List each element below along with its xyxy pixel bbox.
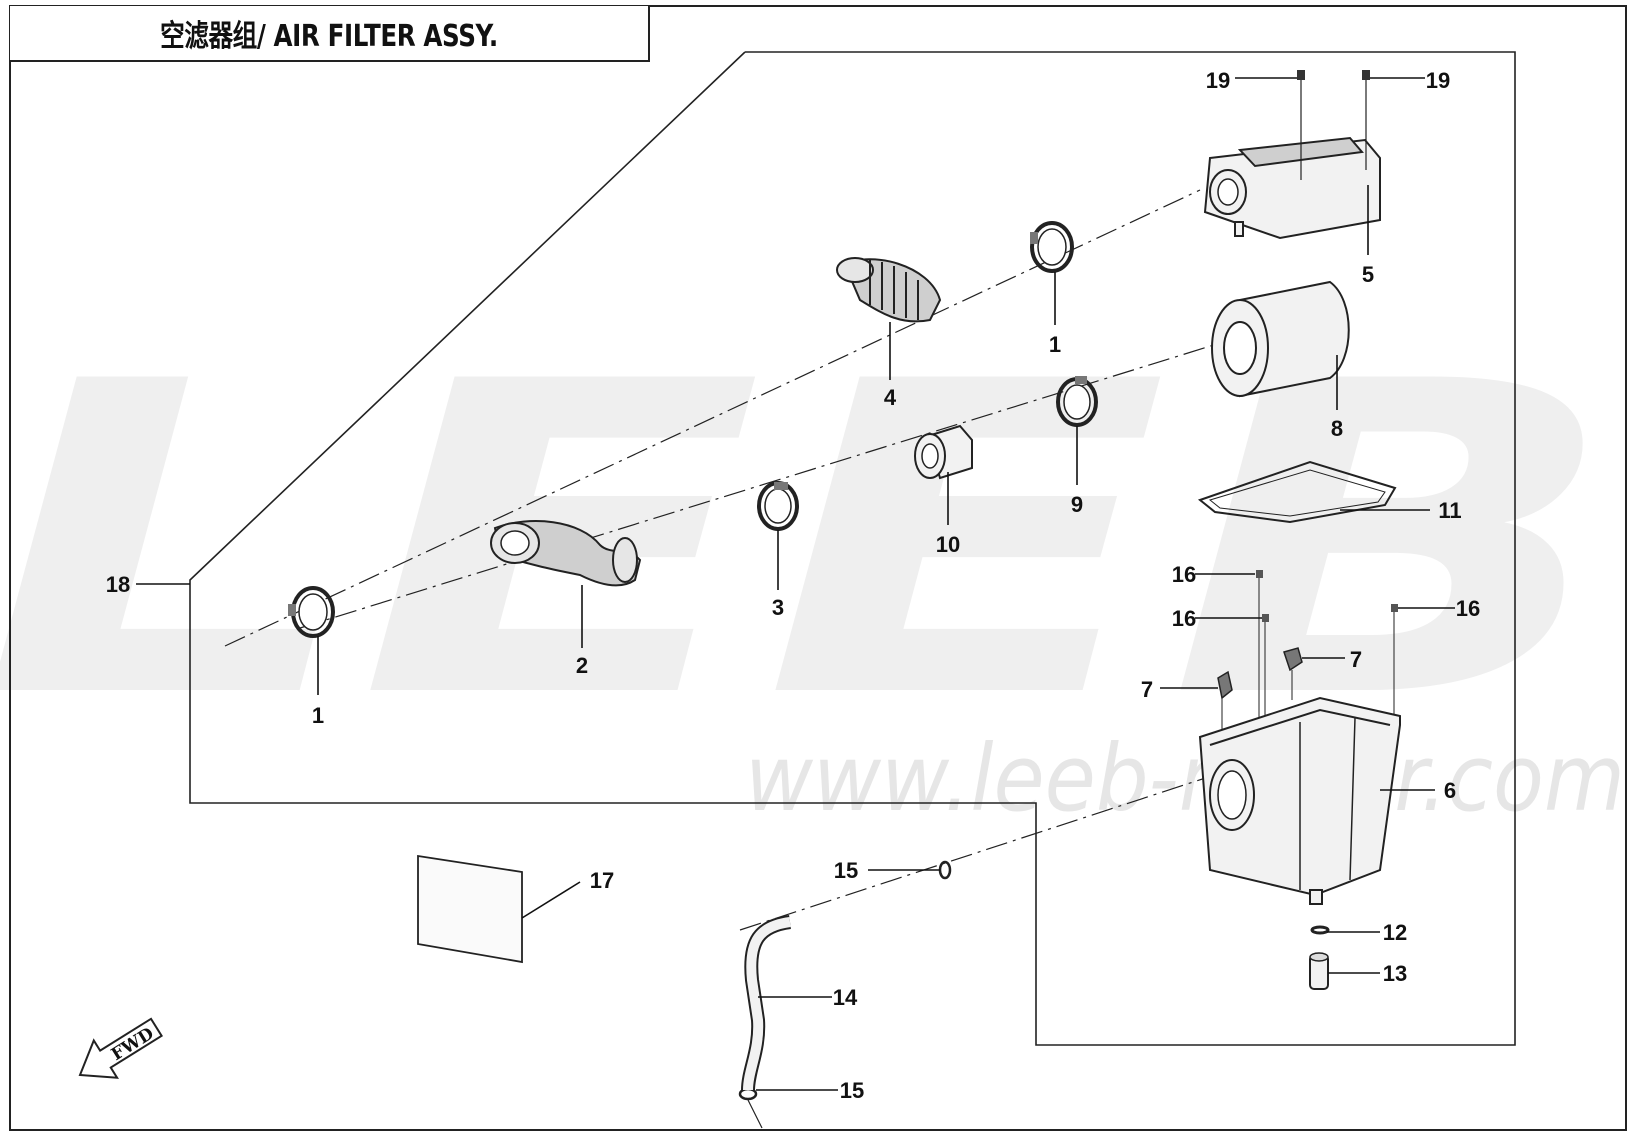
callout-18: 18: [106, 572, 130, 597]
part-7-clip-right[interactable]: [1283, 647, 1303, 700]
callout-10: 10: [936, 532, 960, 557]
part-11-gasket[interactable]: [1197, 460, 1397, 524]
centerline-lower: [739, 769, 1231, 931]
part-17-label-card[interactable]: [417, 854, 523, 964]
callout-14: 14: [833, 985, 858, 1010]
part-13-drain-plug[interactable]: [1309, 952, 1329, 990]
callout-3: 3: [772, 595, 784, 620]
part-6-air-box[interactable]: [1198, 696, 1401, 905]
callout-12: 12: [1383, 920, 1407, 945]
part-2-intake-duct[interactable]: [490, 520, 642, 587]
leader-17: [521, 881, 581, 919]
outer-frame: [9, 5, 1627, 1131]
part-19-screw-left[interactable]: [1297, 70, 1305, 180]
callout-13: 13: [1383, 961, 1407, 986]
part-9-clamp[interactable]: [1056, 376, 1098, 427]
callout-7-left: 7: [1141, 677, 1153, 702]
callout-16-a: 16: [1172, 562, 1196, 587]
assembly-boundary: [189, 51, 1516, 1046]
part-7-clip-left[interactable]: [1217, 670, 1233, 730]
callout-16-b: 16: [1172, 606, 1196, 631]
callout-19-left: 19: [1206, 68, 1230, 93]
callout-1-lower: 1: [312, 703, 324, 728]
callout-16-c: 16: [1456, 596, 1480, 621]
title-box: 空滤器组/ AIR FILTER ASSY.: [10, 6, 650, 62]
part-12-clamp-small[interactable]: [1310, 925, 1330, 935]
callout-19-right: 19: [1426, 68, 1450, 93]
callout-2: 2: [576, 653, 588, 678]
part-8-filter-element[interactable]: [1211, 280, 1350, 398]
callout-5: 5: [1362, 262, 1374, 287]
fwd-arrow-icon: FWD: [78, 1017, 164, 1079]
part-3-clamp[interactable]: [757, 481, 799, 531]
part-19-screw-right[interactable]: [1362, 70, 1370, 170]
callout-15-lower: 15: [840, 1078, 864, 1103]
callout-4: 4: [884, 385, 897, 410]
part-4-bellows[interactable]: [836, 257, 942, 323]
part-15-clamp-lower[interactable]: [738, 1087, 758, 1101]
callout-6: 6: [1444, 778, 1456, 803]
part-10-connector[interactable]: [914, 424, 973, 480]
callout-15-upper: 15: [834, 858, 858, 883]
part-15-clamp-upper[interactable]: [938, 860, 952, 880]
part-5-cover[interactable]: [1203, 136, 1381, 240]
part-1-clamp-lower[interactable]: [288, 586, 335, 638]
watermark-url: www.leeb-motor.com: [745, 725, 1625, 832]
callout-1-upper: 1: [1049, 332, 1061, 357]
callout-7-right: 7: [1350, 647, 1362, 672]
callout-17: 17: [590, 868, 614, 893]
page-title: 空滤器组/ AIR FILTER ASSY.: [160, 19, 498, 54]
centerline-middle: [299, 339, 1231, 629]
callout-9: 9: [1071, 492, 1083, 517]
part-14-drain-hose[interactable]: [741, 915, 792, 1129]
part-1-clamp-upper[interactable]: [1030, 221, 1074, 273]
callout-11: 11: [1438, 498, 1461, 523]
part-16-plug-c[interactable]: [1391, 604, 1398, 725]
callout-8: 8: [1331, 416, 1343, 441]
